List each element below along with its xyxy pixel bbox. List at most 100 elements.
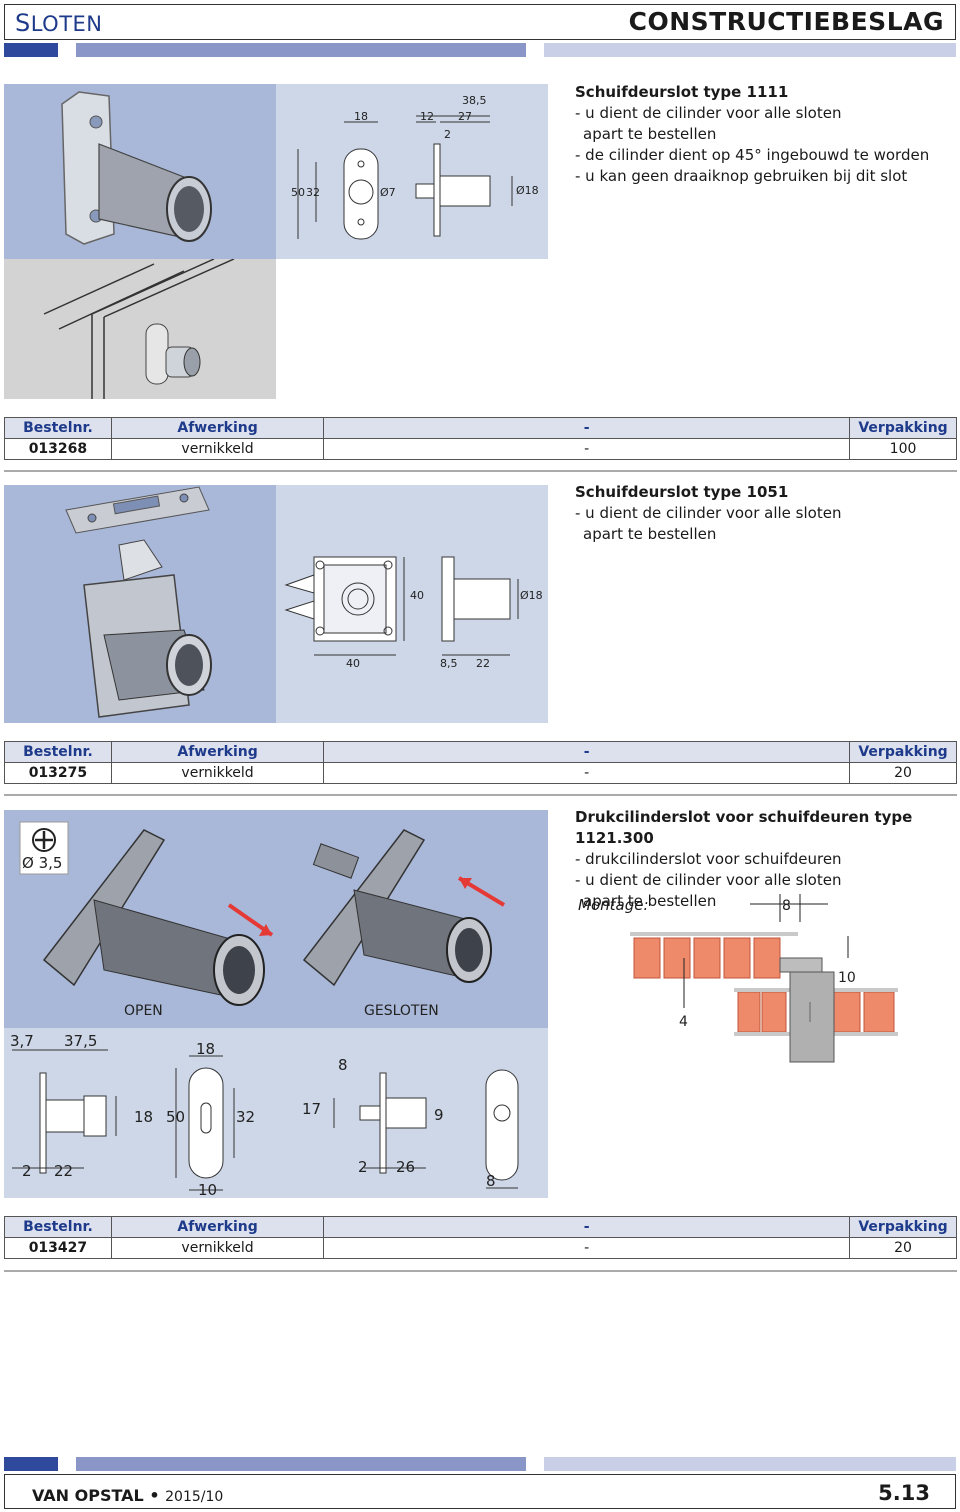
col-header-dash: - bbox=[323, 1216, 851, 1238]
footer-bar-dark bbox=[4, 1457, 58, 1471]
product-title: Schuifdeurslot type 1111 bbox=[575, 83, 789, 101]
order-finish: vernikkeld bbox=[110, 438, 325, 460]
dim-32: 32 bbox=[306, 186, 320, 199]
product-photo-1051 bbox=[4, 485, 276, 723]
category-title: CONSTRUCTIEBESLAG bbox=[628, 7, 944, 36]
col-header-afwerking: Afwerking bbox=[110, 741, 325, 763]
label-gesloten: GESLOTEN bbox=[364, 1003, 439, 1019]
product-line: apart te bestellen bbox=[583, 525, 717, 543]
col-header-verpakking: Verpakking bbox=[849, 417, 957, 439]
order-packaging: 20 bbox=[849, 762, 957, 784]
dim-38-5: 38,5 bbox=[462, 94, 487, 107]
order-packaging: 20 bbox=[849, 1237, 957, 1259]
table-row: 013427 vernikkeld - 20 bbox=[4, 1237, 957, 1259]
order-extra: - bbox=[323, 1237, 851, 1259]
montage-dim-10: 10 bbox=[838, 970, 856, 986]
footer-frame bbox=[4, 1474, 956, 1509]
product-description-1111: Schuifdeurslot type 1111 - u dient de ci… bbox=[575, 82, 955, 187]
dim-18-b: 18 bbox=[196, 1040, 215, 1058]
dim-2-b: 2 bbox=[358, 1158, 368, 1176]
order-extra: - bbox=[323, 438, 851, 460]
technical-drawing-1121-300: 3,7 37,5 18 2 22 18 50 32 10 8 17 9 2 26… bbox=[4, 1028, 548, 1199]
dim-d18: Ø18 bbox=[520, 589, 543, 602]
col-header-dash: - bbox=[323, 741, 851, 763]
table-header-row: Bestelnr. Afwerking - Verpakking bbox=[4, 1216, 957, 1238]
order-code: 013275 bbox=[4, 762, 112, 784]
montage-dim-4: 4 bbox=[679, 1014, 688, 1030]
product-line: apart te bestellen bbox=[583, 125, 717, 143]
product-photo-1121-300: Ø 3,5 OPEN GESLOTEN bbox=[4, 810, 548, 1028]
product-line: - u dient de cilinder voor alle sloten bbox=[575, 104, 842, 122]
dim-22: 22 bbox=[476, 657, 490, 670]
col-header-bestelnr: Bestelnr. bbox=[4, 741, 112, 763]
order-extra: - bbox=[323, 762, 851, 784]
order-table-1051: Bestelnr. Afwerking - Verpakking 013275 … bbox=[4, 741, 957, 784]
dim-18-a: 18 bbox=[134, 1108, 153, 1126]
dim-3-7: 3,7 bbox=[10, 1032, 34, 1050]
footer-date: 2015/10 bbox=[165, 1489, 224, 1505]
dim-37-5: 37,5 bbox=[64, 1032, 97, 1050]
footer-bar-light bbox=[544, 1457, 956, 1471]
dim-22: 22 bbox=[54, 1162, 73, 1180]
order-table-1121-300: Bestelnr. Afwerking - Verpakking 013427 … bbox=[4, 1216, 957, 1259]
section-divider bbox=[4, 794, 957, 796]
header-bar-mid bbox=[76, 43, 526, 57]
product-description-1121-300: Drukcilinderslot voor schuifdeuren type … bbox=[575, 807, 959, 912]
dim-50: 50 bbox=[291, 186, 305, 199]
dim-17: 17 bbox=[302, 1100, 321, 1118]
product-photo-1111 bbox=[4, 84, 276, 259]
footer-bar-mid bbox=[76, 1457, 526, 1471]
dim-d7: Ø7 bbox=[380, 186, 396, 199]
montage-diagram: 8 10 4 bbox=[630, 892, 900, 1064]
section-divider bbox=[4, 470, 957, 472]
product-description-1051: Schuifdeurslot type 1051 - u dient de ci… bbox=[575, 482, 955, 545]
technical-drawing-1111: 50 32 18 12 27 38,5 2 Ø7 Ø18 bbox=[276, 84, 548, 259]
footer-brand: VAN OPSTAL • 2015/10 bbox=[32, 1486, 224, 1505]
product-line: - u dient de cilinder voor alle sloten bbox=[575, 871, 842, 889]
product-line: - u dient de cilinder voor alle sloten bbox=[575, 504, 842, 522]
order-code: 013427 bbox=[4, 1237, 112, 1259]
header-bar-light bbox=[544, 43, 956, 57]
product-title: Schuifdeurslot type 1051 bbox=[575, 483, 789, 501]
product-line: - drukcilinderslot voor schuifdeuren bbox=[575, 850, 842, 868]
screw-size-label: Ø 3,5 bbox=[22, 854, 62, 872]
table-row: 013268 vernikkeld - 100 bbox=[4, 438, 957, 460]
dim-10: 10 bbox=[198, 1181, 217, 1198]
montage-label: Montage: bbox=[578, 896, 649, 914]
dim-27: 27 bbox=[458, 110, 472, 123]
dim-2: 2 bbox=[444, 128, 451, 141]
dim-12: 12 bbox=[420, 110, 434, 123]
dim-2-a: 2 bbox=[22, 1162, 32, 1180]
dim-8-a: 8 bbox=[338, 1056, 348, 1074]
installation-photo-1111 bbox=[4, 258, 276, 399]
montage-dim-8: 8 bbox=[782, 898, 791, 914]
dim-26: 26 bbox=[396, 1158, 415, 1176]
table-header-row: Bestelnr. Afwerking - Verpakking bbox=[4, 741, 957, 763]
col-header-bestelnr: Bestelnr. bbox=[4, 1216, 112, 1238]
header-bar-dark bbox=[4, 43, 58, 57]
order-packaging: 100 bbox=[849, 438, 957, 460]
table-header-row: Bestelnr. Afwerking - Verpakking bbox=[4, 417, 957, 439]
product-line: apart te bestellen bbox=[583, 892, 717, 910]
order-code: 013268 bbox=[4, 438, 112, 460]
section-title: SLOTEN bbox=[15, 9, 103, 37]
table-row: 013275 vernikkeld - 20 bbox=[4, 762, 957, 784]
dim-18: 18 bbox=[354, 110, 368, 123]
label-open: OPEN bbox=[124, 1003, 163, 1019]
dim-32: 32 bbox=[236, 1108, 255, 1126]
col-header-verpakking: Verpakking bbox=[849, 1216, 957, 1238]
col-header-afwerking: Afwerking bbox=[110, 1216, 325, 1238]
technical-drawing-1051: 40 Ø18 40 8,5 22 bbox=[276, 485, 548, 723]
order-finish: vernikkeld bbox=[110, 1237, 325, 1259]
section-divider bbox=[4, 1270, 957, 1272]
order-table-1111: Bestelnr. Afwerking - Verpakking 013268 … bbox=[4, 417, 957, 460]
product-line: - de cilinder dient op 45° ingebouwd te … bbox=[575, 146, 930, 164]
col-header-bestelnr: Bestelnr. bbox=[4, 417, 112, 439]
dim-8-5: 8,5 bbox=[440, 657, 458, 670]
dim-d18: Ø18 bbox=[516, 184, 539, 197]
page-number: 5.13 bbox=[878, 1481, 930, 1505]
header-frame bbox=[4, 4, 956, 40]
col-header-afwerking: Afwerking bbox=[110, 417, 325, 439]
col-header-verpakking: Verpakking bbox=[849, 741, 957, 763]
product-line: - u kan geen draaiknop gebruiken bij dit… bbox=[575, 167, 908, 185]
